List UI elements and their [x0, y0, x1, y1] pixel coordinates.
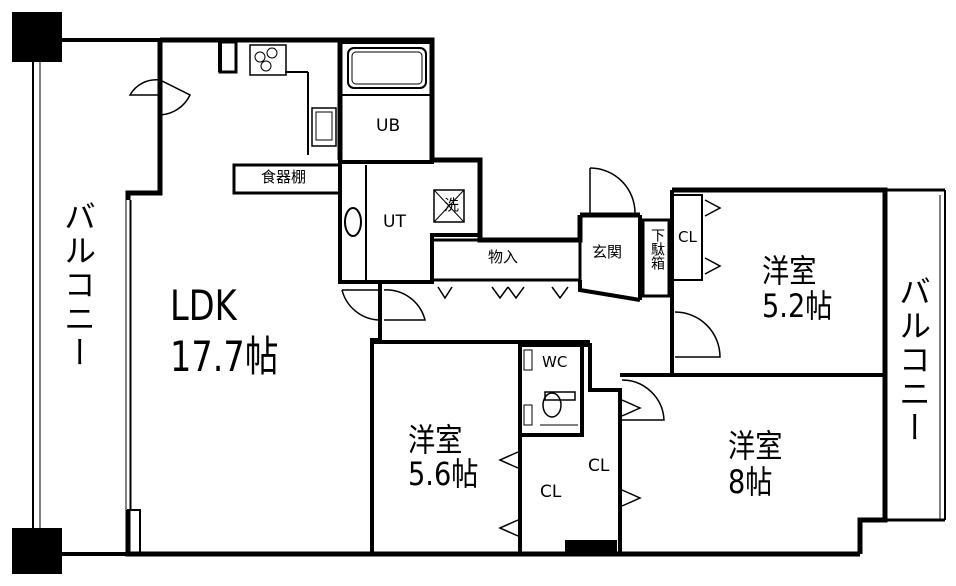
storage-label: 物入 — [488, 248, 519, 266]
balcony-right-label: バルコニー — [894, 275, 932, 445]
ldk-name: LDK — [170, 281, 237, 330]
western-room-3-size: 8帖 — [728, 463, 773, 501]
western-room-3-name: 洋室 — [728, 427, 783, 465]
western-room-2-size: 5.6帖 — [408, 455, 479, 493]
utility-label: UT — [383, 212, 406, 232]
closet-label-bottom: CL — [540, 482, 562, 502]
shoe-box-label: 下駄箱 — [649, 228, 665, 270]
western-room-1-name: 洋室 — [762, 252, 817, 290]
dish-shelf-label: 食器棚 — [261, 168, 307, 186]
balcony-corner-top — [12, 12, 62, 62]
closet-label-top: CL — [678, 228, 697, 246]
balcony-left-label: バルコニー — [59, 200, 97, 370]
western-room-2-name: 洋室 — [408, 421, 463, 459]
closet-label-middle: CL — [588, 456, 610, 476]
western-room-1-size: 5.2帖 — [762, 287, 833, 325]
ldk-size: 17.7帖 — [170, 332, 279, 381]
balcony-corner-bottom — [12, 528, 62, 574]
entrance-label: 玄関 — [592, 243, 623, 261]
washer-label: 洗 — [444, 196, 460, 214]
unit-bath-label: UB — [376, 116, 401, 136]
wc-label: WC — [542, 353, 568, 371]
